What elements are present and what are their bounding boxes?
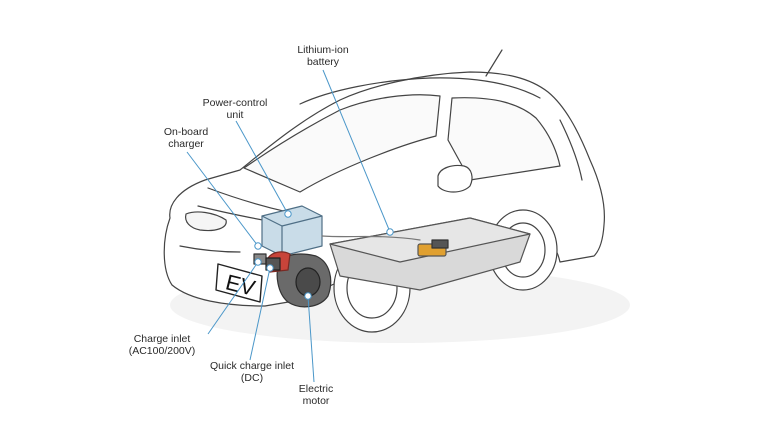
circle-dot-icon	[254, 258, 262, 266]
hv-cable	[321, 235, 421, 241]
circle-dot-icon	[284, 210, 292, 218]
callout-onboard-charger: On-board charger	[155, 126, 217, 150]
battery-connector	[431, 239, 449, 249]
side-mirror	[437, 164, 473, 193]
callout-line: Quick charge inlet	[209, 360, 295, 372]
callout-line: battery	[306, 56, 340, 68]
rear-window	[559, 119, 583, 181]
headlight	[185, 211, 227, 232]
leader-quick-charge-inlet	[249, 267, 271, 361]
callout-line: (AC100/200V)	[128, 345, 196, 357]
leader-motor	[307, 295, 315, 383]
callout-charge-inlet: Charge inlet (AC100/200V)	[112, 333, 212, 357]
callout-line: charger	[168, 138, 204, 150]
callout-line: motor	[302, 395, 330, 407]
callout-line: Charge inlet	[133, 333, 191, 345]
leader-obc	[186, 151, 259, 247]
battery-pack-top	[329, 217, 531, 263]
callout-quick-charge-inlet: Quick charge inlet (DC)	[200, 360, 304, 384]
roof-line	[299, 77, 541, 105]
callout-lithium-ion-battery: Lithium-ion battery	[284, 44, 362, 68]
leader-battery	[322, 69, 391, 233]
power-control-unit	[261, 205, 323, 257]
leader-pcu	[235, 120, 289, 215]
antenna	[485, 49, 503, 77]
callout-line: Lithium-ion	[297, 44, 349, 56]
circle-dot-icon	[304, 292, 312, 300]
callout-power-control-unit: Power-control unit	[190, 97, 280, 121]
callout-line: On-board	[163, 126, 209, 138]
circle-dot-icon	[254, 242, 262, 250]
leader-charge-inlet	[207, 261, 259, 335]
front-grille	[179, 245, 241, 253]
circle-dot-icon	[386, 228, 394, 236]
motor-face	[295, 267, 321, 297]
side-window	[447, 97, 561, 181]
callout-line: (DC)	[240, 372, 264, 384]
callout-line: unit	[226, 109, 244, 121]
circle-dot-icon	[266, 264, 274, 272]
callout-line: Electric	[298, 383, 334, 395]
windshield	[243, 94, 441, 193]
callout-electric-motor: Electric motor	[285, 383, 347, 407]
callout-line: Power-control	[202, 97, 268, 109]
